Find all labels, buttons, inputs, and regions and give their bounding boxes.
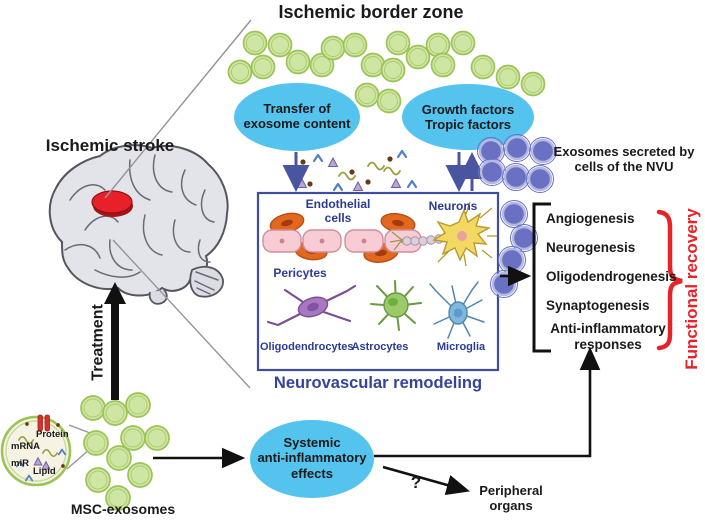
stroke-lesion xyxy=(91,190,133,214)
exosome-content-molecules xyxy=(296,149,418,192)
ischemic-stroke-label: Ischemic stroke xyxy=(45,136,175,155)
endothelial-cells-illustration xyxy=(262,212,422,263)
flow-arrows xyxy=(104,202,601,496)
neurovascular-remodeling-caption: Neurovascular remodeling xyxy=(273,374,483,392)
brain-illustration xyxy=(48,144,229,305)
brain-gyri xyxy=(64,154,219,295)
question-mark: ? xyxy=(410,473,422,492)
mir-label: miR xyxy=(11,458,29,469)
astrocytes-label: Astrocytes xyxy=(351,341,409,353)
oligodendrocyte-illustration xyxy=(266,284,357,327)
msc-exosomes-label: MSC-exosomes xyxy=(70,501,176,517)
growth-bubble xyxy=(402,84,534,150)
pericytes-label: Pericytes xyxy=(273,266,327,280)
secreted-exosomes-label: Exosomes secreted by cells of the NVU xyxy=(553,144,695,175)
peripheral-organs-label: Peripheral organs xyxy=(479,483,543,514)
magnifier-lines xyxy=(104,19,252,389)
outcome-anti-inflammatory: Anti-inflammatory responses xyxy=(550,321,666,352)
protein-label: Protein xyxy=(36,429,69,440)
functional-recovery-label: Functional recovery xyxy=(681,208,701,370)
astrocyte-illustration xyxy=(370,280,422,331)
endothelial-cells-label: Endothelial cells xyxy=(305,197,371,226)
bubble-box-arrows xyxy=(282,152,486,192)
lipid-label: Lipid xyxy=(33,466,56,477)
functional-recovery-brace xyxy=(656,209,683,351)
microglia-label: Microglia xyxy=(436,341,486,353)
systemic-bubble-label: Systemic anti-inflammatory effects xyxy=(257,435,367,481)
msc-exosome-cluster xyxy=(80,392,170,511)
outcome-synaptogenesis: Synaptogenesis xyxy=(546,298,650,313)
msc-exosome-inset xyxy=(0,414,99,487)
exosome-cluster-border-zone xyxy=(227,30,546,114)
outcome-bracket xyxy=(532,202,551,353)
transfer-bubble-label: Transfer of exosome content xyxy=(243,101,351,132)
outcome-oligodendrogenesis: Oligodendrogenesis xyxy=(546,269,677,284)
neuron-illustration xyxy=(389,201,497,267)
growth-bubble-label: Growth factors Tropic factors xyxy=(421,102,515,133)
transfer-bubble xyxy=(234,83,360,151)
treatment-label: Treatment xyxy=(89,304,107,381)
outcome-angiogenesis: Angiogenesis xyxy=(546,211,635,226)
systemic-to-responses-arrow xyxy=(374,346,601,458)
outcome-neurogenesis: Neurogenesis xyxy=(546,240,636,255)
mrna-label: mRNA xyxy=(11,441,41,452)
nvu-box xyxy=(256,191,500,372)
figure-title: Ischemic border zone xyxy=(278,2,464,22)
oligodendrocytes-label: Oligodendrocytes xyxy=(260,341,354,353)
neurons-label: Neurons xyxy=(428,199,478,213)
membrane-protein-icon xyxy=(37,414,50,432)
systemic-bubble xyxy=(250,420,374,498)
microglia-illustration xyxy=(429,281,485,339)
peripheral-arrow xyxy=(382,465,471,496)
nvu-exosome-cluster xyxy=(477,134,557,298)
treatment-arrow xyxy=(111,300,119,400)
